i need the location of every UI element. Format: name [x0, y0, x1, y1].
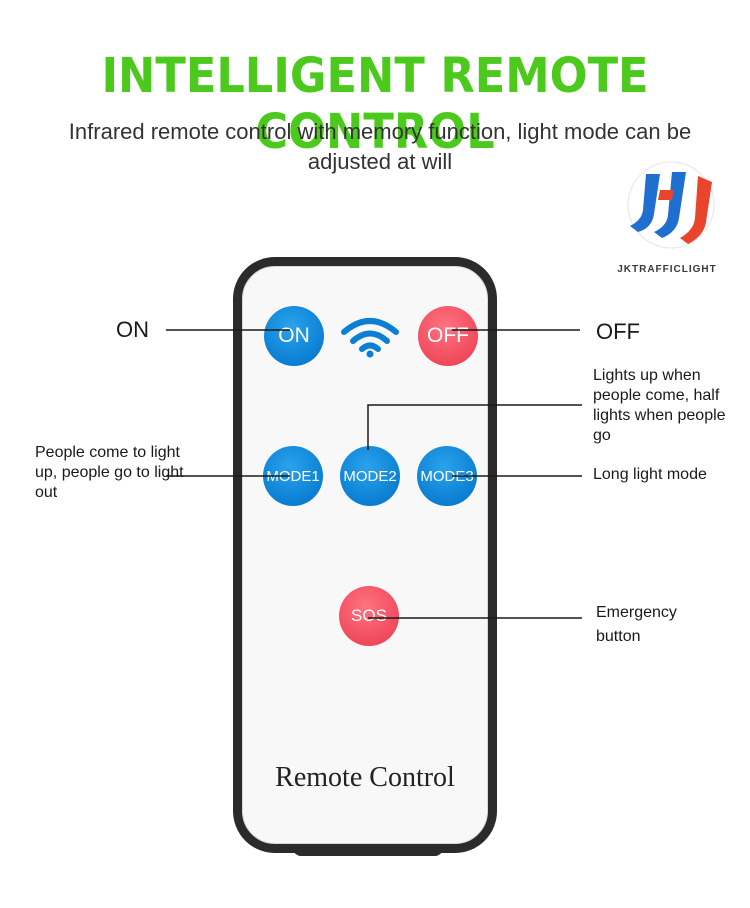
callout-label-mode3: Long light mode	[593, 466, 707, 483]
brand-logo-icon	[627, 161, 715, 249]
mode3-button[interactable]: MODE3	[417, 446, 477, 506]
callout-label-on: ON	[116, 317, 149, 342]
callout-label-mode2: Lights up when people come, half lights …	[593, 367, 726, 444]
page-subtitle: Infrared remote control with memory func…	[68, 119, 692, 174]
off-button[interactable]: OFF	[418, 306, 478, 366]
callout-label-off: OFF	[596, 319, 640, 344]
page-title: INTELLIGENT REMOTE CONTROL	[101, 48, 649, 160]
on-button[interactable]: ON	[264, 306, 324, 366]
remote-bottom-edge	[293, 846, 443, 856]
remote-label: Remote Control	[275, 762, 455, 793]
callout-label-mode1: People come to light up, people go to li…	[35, 444, 184, 501]
wifi-icon	[341, 318, 399, 358]
callout-label-sos: Emergency button	[596, 604, 677, 645]
sos-button[interactable]: SOS	[339, 586, 399, 646]
mode1-button[interactable]: MODE1	[263, 446, 323, 506]
mode2-button[interactable]: MODE2	[340, 446, 400, 506]
brand-logo-text: JKTRAFFICLIGHT	[617, 264, 717, 275]
